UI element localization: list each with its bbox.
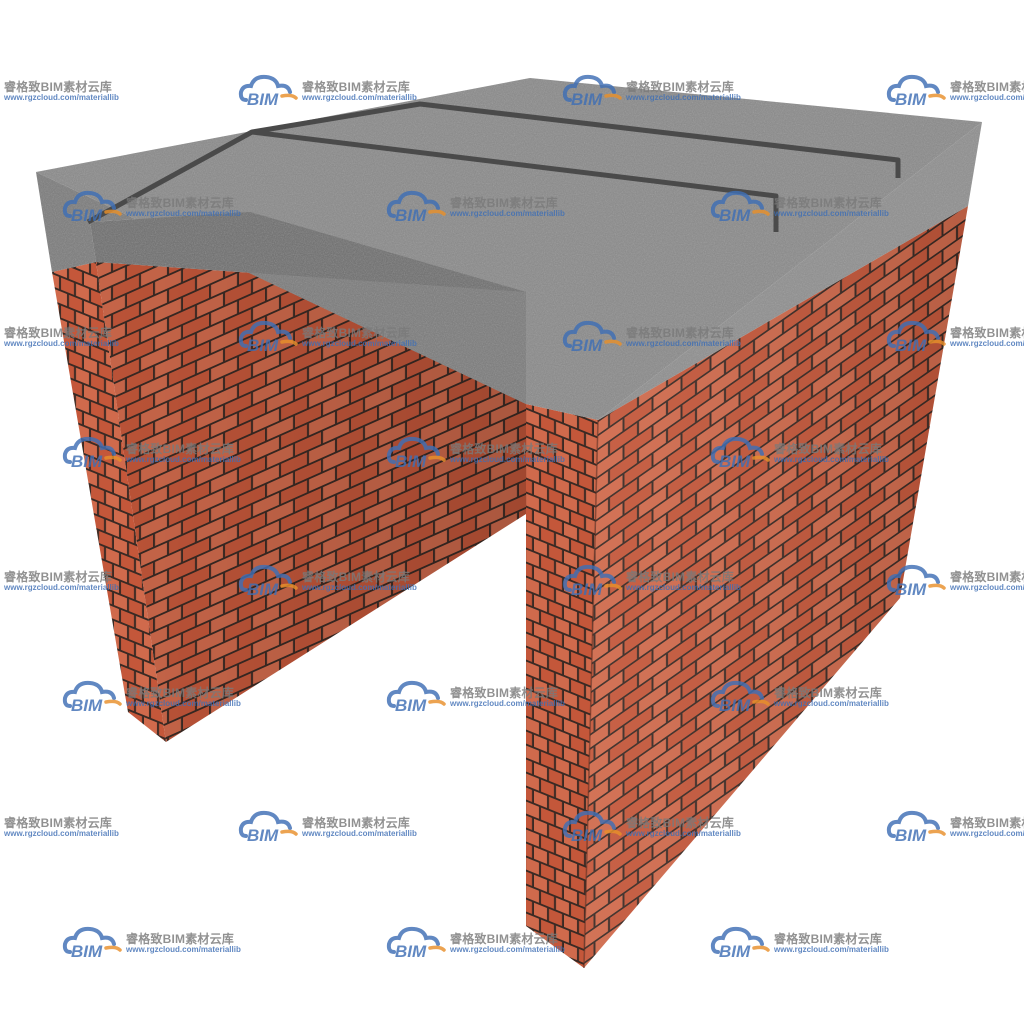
slab-joint-1 — [251, 101, 901, 178]
left-wall-end-face — [52, 262, 166, 742]
slab-joints — [86, 101, 901, 232]
concrete-roof-slab — [36, 78, 982, 420]
slab-joint-2 — [86, 129, 779, 232]
left-brick-wall — [52, 262, 526, 742]
slab-underside — [90, 212, 526, 292]
slab-side-edge-right — [598, 122, 982, 420]
slab-top-face — [36, 78, 982, 420]
